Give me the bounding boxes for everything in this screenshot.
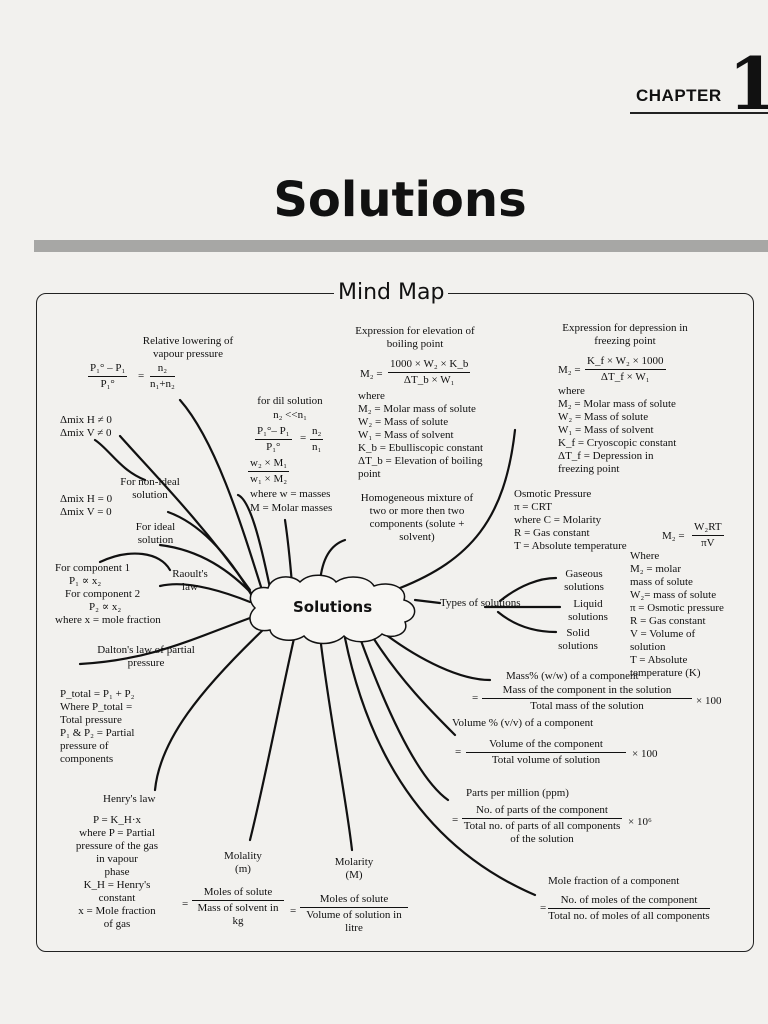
- branch-molarity: [318, 634, 354, 852]
- ppm-mult: × 10⁶: [628, 816, 652, 828]
- dil-solution-cond: n₂ <<n₁: [273, 409, 307, 421]
- definition-text: Homogeneous mixture of two or more then …: [360, 492, 474, 543]
- depression-lhs: M₂ =: [558, 364, 581, 376]
- type-gaseous: Gaseous solutions: [564, 568, 604, 593]
- equals-sign: =: [540, 902, 547, 914]
- mass-percent-mult: × 100: [696, 695, 722, 707]
- branch-types: [413, 598, 442, 605]
- title-band: [34, 240, 768, 252]
- branch-ideal-2: [158, 543, 258, 600]
- elevation-lhs: M₂ =: [360, 368, 383, 380]
- ideal-label: For ideal solution: [135, 521, 176, 546]
- branch-solid: [496, 610, 558, 634]
- dalton-label: Dalton's law of partial pressure: [97, 644, 195, 669]
- type-liquid: Liquid solutions: [568, 598, 608, 623]
- dil-note-1: where w = masses: [250, 488, 331, 500]
- branch-non-ideal-c: [93, 438, 147, 482]
- equals-sign: =: [300, 432, 307, 444]
- dil-solution-heading: for dil solution: [257, 395, 323, 407]
- branch-ideal: [166, 510, 254, 598]
- branch-ppm: [358, 636, 450, 802]
- relative-lowering-heading: Relative lowering of vapour pressure: [142, 335, 234, 360]
- page-title: Solutions: [273, 172, 527, 228]
- molality-label: Molality (m): [224, 850, 262, 875]
- center-node: Solutions: [293, 598, 373, 616]
- branch-relative-lowering: [178, 398, 264, 592]
- osmotic-lhs: M₂ =: [662, 530, 685, 542]
- branch-volume: [370, 634, 457, 737]
- equals-sign: =: [452, 814, 459, 826]
- chapter-number: 1: [728, 41, 768, 126]
- ppm-label: Parts per million (ppm): [466, 787, 569, 799]
- volume-percent-label: Volume % (v/v) of a component: [452, 717, 594, 729]
- dil-note-2: M = Molar masses: [250, 502, 333, 514]
- chapter-rule: [630, 112, 768, 114]
- volume-percent-mult: × 100: [632, 748, 658, 760]
- mass-percent-label: Mass% (w/w) of a component: [506, 670, 639, 682]
- branch-raoult-c: [98, 552, 172, 572]
- branch-osmotic: [398, 428, 517, 590]
- depression-heading: Expression for depression in freezing po…: [562, 322, 688, 347]
- raoult-label: Raoult's law: [172, 568, 208, 593]
- equals-sign: =: [472, 692, 479, 704]
- elevation-heading: Expression for elevation of boiling poin…: [355, 325, 475, 350]
- equals-sign: =: [138, 370, 145, 382]
- mindmap-title: Mind Map: [334, 280, 449, 305]
- type-solid: Solid solutions: [558, 627, 598, 652]
- molarity-label: Molarity (M): [334, 856, 374, 881]
- branch-mole-fraction: [343, 636, 537, 897]
- branch-henry: [153, 626, 267, 792]
- types-label: Types of solutions: [440, 597, 521, 609]
- equals-sign: =: [290, 905, 297, 917]
- non-ideal-label: For non-ideal solution: [120, 476, 180, 501]
- branch-mass: [383, 632, 492, 682]
- branch-dalton: [78, 616, 252, 666]
- branch-molality: [248, 632, 297, 842]
- branch-gas: [498, 576, 558, 603]
- branch-elevation: [283, 518, 294, 586]
- branch-dil-solution: [236, 493, 272, 590]
- hub-cloud: [249, 574, 416, 645]
- mole-fraction-label: Mole fraction of a component: [548, 875, 680, 887]
- equals-sign: =: [455, 746, 462, 758]
- chapter-label: CHAPTER: [636, 86, 722, 105]
- equals-sign: =: [182, 898, 189, 910]
- henry-label: Henry's law: [103, 793, 156, 805]
- branch-raoult: [158, 583, 252, 604]
